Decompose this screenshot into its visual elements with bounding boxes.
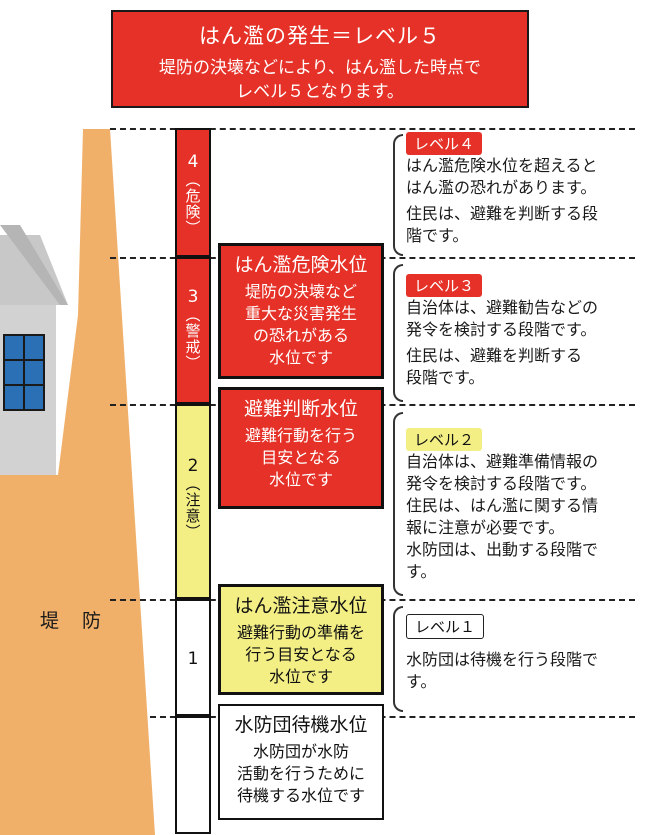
level-column-2: 2 （注意） xyxy=(175,404,211,599)
box-head-standby: 水防団待機水位 xyxy=(234,714,368,736)
box-flood-caution-level: はん濫注意水位 避難行動の準備を 行う目安となる 水位です xyxy=(218,584,384,695)
description-level3: レベル３ 自治体は、避難勧告などの 発令を検討する段階です。 住民は、避難を判断… xyxy=(406,274,642,389)
house-roof-peak xyxy=(0,225,68,305)
description-level1: レベル１ 水防団は待機を行う段階で す。 xyxy=(406,614,642,693)
box-body-line: 行う目安となる xyxy=(245,645,357,664)
desc-line: 住民は、はん濫に関する情 xyxy=(406,496,599,515)
level-paren-2: （注意） xyxy=(183,476,202,540)
banner-title: はん濫の発生＝レベル５ xyxy=(199,24,441,48)
box-body-line: 活動を行うために xyxy=(236,764,365,783)
box-head-danger: はん濫危険水位 xyxy=(234,254,368,276)
brace-level3 xyxy=(393,264,403,402)
box-body-line: の恐れがある xyxy=(252,326,349,345)
desc-line: 発令を検討する段階です。 xyxy=(406,320,597,339)
box-body-line: 避難行動の準備を xyxy=(236,623,365,642)
level-paren-3: （警戒） xyxy=(183,307,202,371)
desc-line: はん濫危険水位を超えると xyxy=(406,156,598,175)
level-column-base xyxy=(175,716,211,834)
description-level2: レベル２ 自治体は、避難準備情報の 発令を検討する段階です。 住民は、はん濫に関… xyxy=(406,428,642,583)
desc-line: 住民は、避難を判断する段 xyxy=(406,204,599,223)
level-number-1: 1 xyxy=(187,649,199,669)
level3-badge: レベル３ xyxy=(406,274,483,297)
level2-badge: レベル２ xyxy=(406,428,483,451)
brace-level1 xyxy=(393,606,403,712)
desc-line: す。 xyxy=(406,672,437,691)
box-body-line: 待機する水位です xyxy=(236,786,365,805)
level4-badge: レベル４ xyxy=(406,132,483,155)
box-flood-danger-level: はん濫危険水位 堤防の決壊など 重大な災害発生 の恐れがある 水位です xyxy=(218,243,384,379)
level5-banner: はん濫の発生＝レベル５ 堤防の決壊などにより、はん濫した時点で レベル５となりま… xyxy=(111,10,529,108)
embankment-label: 堤 防 xyxy=(40,610,104,632)
level-number-2: 2 xyxy=(187,456,199,476)
desc-line: 報に注意が必要です。 xyxy=(406,518,565,537)
box-head-judgment: 避難判断水位 xyxy=(243,398,358,420)
desc-line: 自治体は、避難準備情報の xyxy=(406,452,599,471)
level-number-4: 4 xyxy=(187,152,199,172)
embankment-illustration xyxy=(0,129,155,835)
desc-line: す。 xyxy=(406,562,437,581)
level-column-3: 3 （警戒） xyxy=(175,257,211,404)
box-body-line: 重大な災害発生 xyxy=(244,304,357,323)
banner-line2: レベル５となります。 xyxy=(236,82,404,102)
box-standby-level: 水防団待機水位 水防団が水防 活動を行うために 待機する水位です xyxy=(218,704,384,820)
level1-badge: レベル１ xyxy=(406,614,485,639)
dashed-line-level1 xyxy=(150,716,635,718)
description-level4: レベル４ はん濫危険水位を超えると はん濫の恐れがあります。 住民は、避難を判断… xyxy=(406,132,642,247)
box-body-line: 水位です xyxy=(268,470,333,489)
level-number-3: 3 xyxy=(187,287,199,307)
box-body-line: 水位です xyxy=(268,667,333,686)
desc-line: 段階です。 xyxy=(406,368,485,387)
box-body-line: 目安となる xyxy=(261,448,341,467)
brace-level2 xyxy=(393,412,403,596)
dashed-line-level5 xyxy=(110,128,635,130)
embankment xyxy=(0,129,155,835)
desc-line: 水防団は待機を行う段階で xyxy=(406,650,599,669)
level-column-1: 1 xyxy=(175,599,211,716)
level-column-4: 4 （危険） xyxy=(175,128,211,257)
desc-line: はん濫の恐れがあります。 xyxy=(406,178,597,197)
box-body-line: 堤防の決壊など xyxy=(244,282,357,301)
desc-line: 発令を検討する段階です。 xyxy=(406,474,597,493)
box-head-caution: はん濫注意水位 xyxy=(234,595,368,617)
brace-level4 xyxy=(393,134,403,256)
box-body-line: 水位です xyxy=(268,348,333,367)
box-body-line: 避難行動を行う xyxy=(244,426,357,445)
box-evacuation-judgment-level: 避難判断水位 避難行動を行う 目安となる 水位です xyxy=(218,387,384,509)
desc-line: 水防団は、出動する段階で xyxy=(406,540,599,559)
level-paren-4: （危険） xyxy=(183,172,202,236)
banner-line1: 堤防の決壊などにより、はん濫した時点で xyxy=(159,58,481,78)
desc-line: 住民は、避難を判断する xyxy=(406,346,583,365)
box-body-line: 水防団が水防 xyxy=(252,742,349,761)
desc-line: 階です。 xyxy=(406,226,469,245)
desc-line: 自治体は、避難勧告などの xyxy=(406,298,599,317)
